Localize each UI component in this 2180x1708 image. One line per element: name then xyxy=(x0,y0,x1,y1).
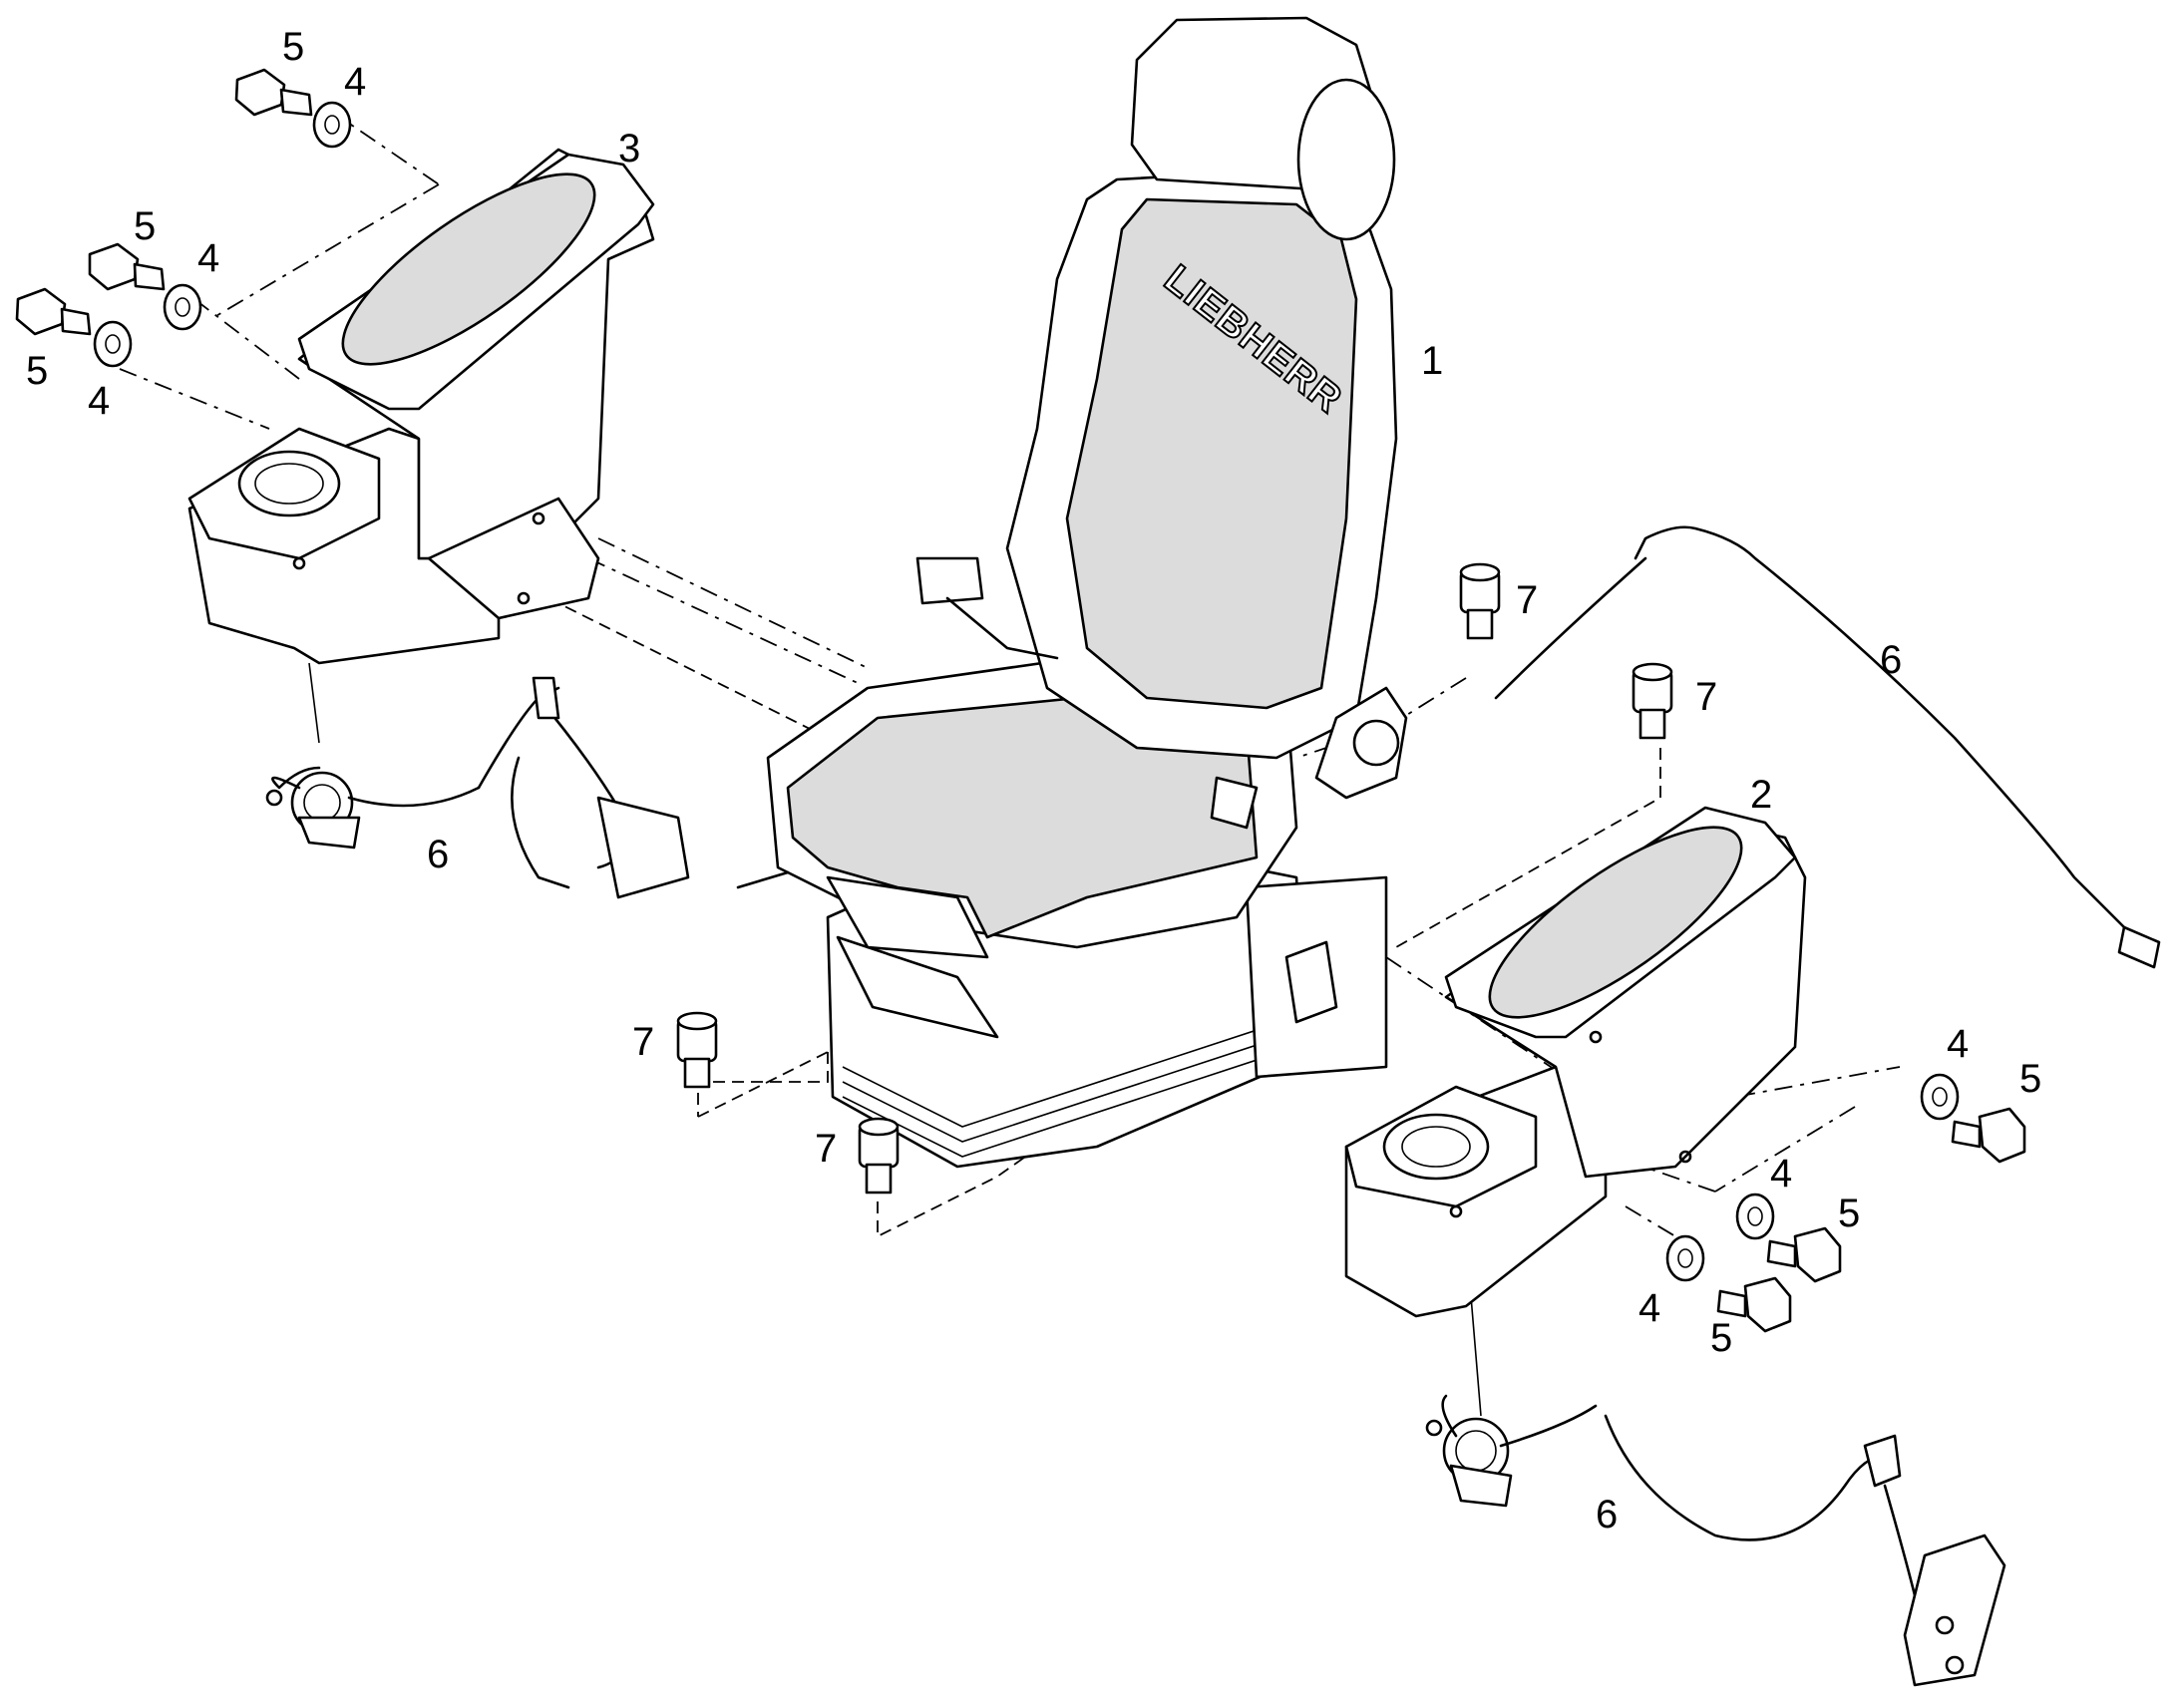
callout-6-cable-upper: 6 xyxy=(1880,638,1902,682)
screw-r1 xyxy=(1459,562,1501,640)
upper-cable xyxy=(1494,525,2161,969)
callout-4-washer: 4 xyxy=(1947,1022,1969,1066)
callout-1-seat: 1 xyxy=(1421,339,1443,383)
callout-labels: 1 2 3 4 4 4 4 4 4 5 5 5 5 5 5 6 6 6 7 7 … xyxy=(26,25,2041,1537)
bolt-r1 xyxy=(1951,1107,2026,1164)
callout-5-bolt: 5 xyxy=(134,204,156,248)
callout-5-bolt: 5 xyxy=(282,25,304,69)
callout-5-bolt: 5 xyxy=(26,349,48,393)
left-armrest xyxy=(187,148,655,665)
callout-4-washer: 4 xyxy=(88,379,110,423)
screw-l2 xyxy=(858,1117,900,1195)
callout-5-bolt: 5 xyxy=(1838,1192,1860,1235)
callout-7-screw: 7 xyxy=(632,1020,654,1064)
callout-5-bolt: 5 xyxy=(1710,1316,1732,1360)
callout-5-bolt: 5 xyxy=(2019,1057,2041,1101)
bolt-r3 xyxy=(1716,1276,1792,1333)
operator-seat: LIEBHERR xyxy=(736,16,1408,1169)
callout-4-washer: 4 xyxy=(1638,1286,1660,1330)
callout-3-armrest-left: 3 xyxy=(618,127,640,171)
callout-7-screw: 7 xyxy=(1516,578,1538,622)
bolt-r2 xyxy=(1766,1226,1842,1283)
fasteners xyxy=(15,68,2026,1333)
right-harness xyxy=(1425,1394,2006,1687)
callout-4-washer: 4 xyxy=(1770,1152,1792,1196)
callout-4-washer: 4 xyxy=(344,60,366,104)
bolt-mid xyxy=(88,242,166,291)
callout-6-harness-left: 6 xyxy=(427,833,449,876)
callout-7-screw: 7 xyxy=(1695,675,1717,719)
washers xyxy=(93,101,1960,1282)
screw-r2 xyxy=(1632,662,1673,740)
screw-l1 xyxy=(676,1011,718,1089)
callout-7-screw: 7 xyxy=(815,1127,837,1171)
callout-6-harness-right: 6 xyxy=(1596,1493,1618,1537)
bolt-low xyxy=(15,287,92,336)
bolt-top xyxy=(234,68,313,117)
callout-4-washer: 4 xyxy=(197,236,219,280)
right-armrest xyxy=(1344,806,1807,1318)
left-harness xyxy=(265,676,690,899)
callout-2-armrest-right: 2 xyxy=(1750,773,1772,817)
